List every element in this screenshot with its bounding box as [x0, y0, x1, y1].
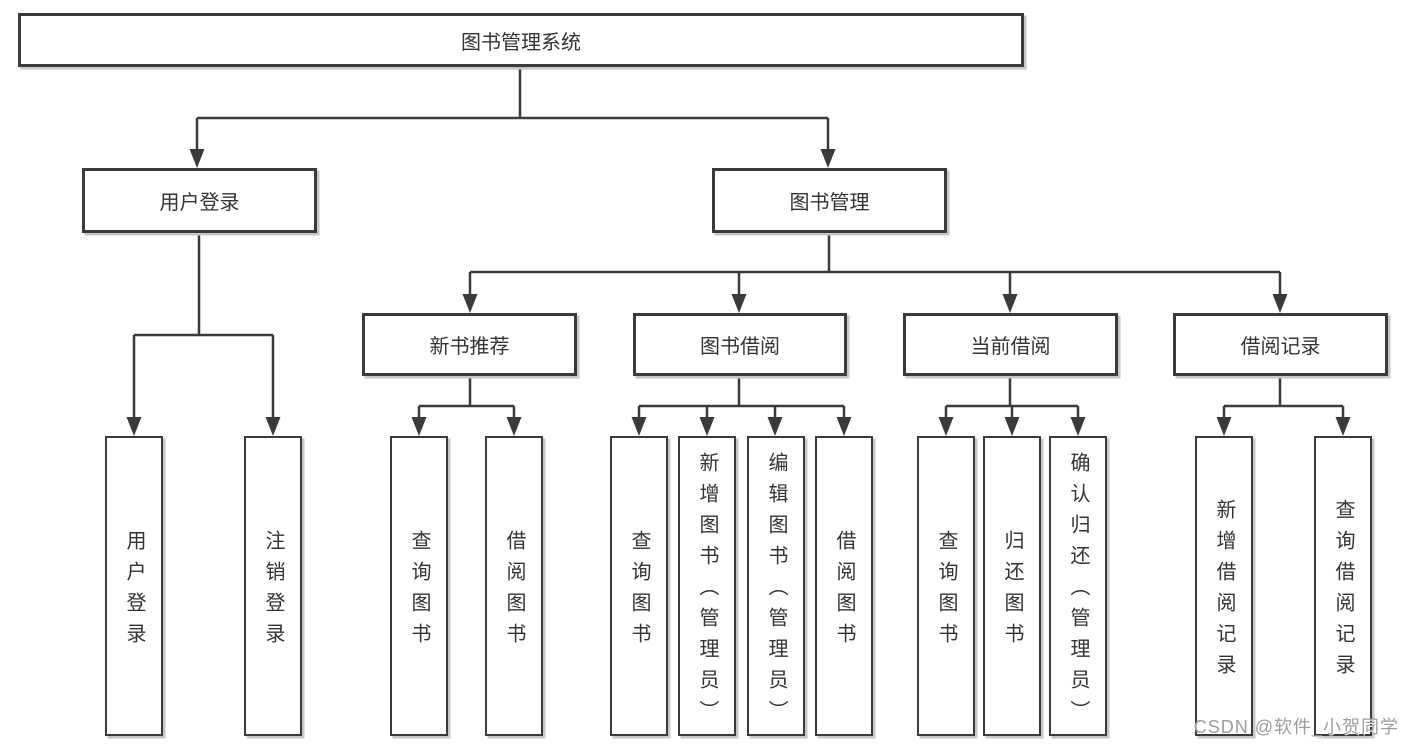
leaf-query-borrow-record-label: 查询借阅记录 — [1332, 498, 1354, 685]
leaf-add-book-admin: 新增图书（管理员） — [678, 436, 736, 736]
leaf-user-login: 用户登录 — [105, 436, 163, 736]
leaf-edit-book-admin: 编辑图书（管理员） — [747, 436, 805, 736]
node-current-borrow: 当前借阅 — [903, 313, 1118, 376]
leaf-add-borrow-record: 新增借阅记录 — [1195, 436, 1253, 736]
leaf-query-books: 查询图书 — [610, 436, 668, 736]
leaf-query-books: 查询图书 — [390, 436, 448, 736]
leaf-borrow-books: 借阅图书 — [485, 436, 543, 736]
leaf-logout-label: 注销登录 — [262, 529, 284, 654]
leaf-borrow-books-label: 借阅图书 — [503, 529, 525, 654]
node-book-borrow: 图书借阅 — [633, 313, 847, 376]
root-node-library-system: 图书管理系统 — [18, 13, 1024, 67]
root-node-label: 图书管理系统 — [461, 31, 581, 54]
leaf-add-book-admin-label: 新增图书（管理员） — [696, 452, 718, 731]
node-new-book-recommend: 新书推荐 — [362, 313, 577, 376]
node-borrow-records: 借阅记录 — [1173, 313, 1388, 376]
leaf-add-borrow-record-label: 新增借阅记录 — [1213, 498, 1235, 685]
leaf-return-book: 归还图书 — [983, 436, 1041, 736]
leaf-return-book-label: 归还图书 — [1001, 529, 1023, 654]
leaf-query-books-label: 查询图书 — [935, 529, 957, 654]
leaf-confirm-return-admin-label: 确认归还（管理员） — [1067, 452, 1089, 731]
leaf-query-books-label: 查询图书 — [628, 529, 650, 654]
node-user-login: 用户登录 — [82, 168, 317, 233]
node-book-management: 图书管理 — [712, 168, 947, 233]
leaf-edit-book-admin-label: 编辑图书（管理员） — [765, 452, 787, 731]
node-book-borrow-label: 图书借阅 — [700, 336, 780, 358]
node-user-login-label: 用户登录 — [159, 192, 240, 214]
leaf-query-borrow-record: 查询借阅记录 — [1314, 436, 1372, 736]
leaf-logout: 注销登录 — [244, 436, 302, 736]
leaf-borrow-books: 借阅图书 — [815, 436, 873, 736]
leaf-confirm-return-admin: 确认归还（管理员） — [1049, 436, 1107, 736]
node-borrow-records-label: 借阅记录 — [1240, 336, 1321, 358]
node-new-book-recommend-label: 新书推荐 — [429, 336, 510, 358]
node-current-borrow-label: 当前借阅 — [970, 336, 1051, 358]
csdn-watermark: CSDN @软件_小贺同学 — [1193, 717, 1399, 737]
leaf-query-books-label: 查询图书 — [408, 529, 430, 654]
leaf-borrow-books-label: 借阅图书 — [833, 529, 855, 654]
leaf-query-books: 查询图书 — [917, 436, 975, 736]
leaf-user-login-label: 用户登录 — [123, 529, 145, 654]
node-book-management-label: 图书管理 — [789, 192, 870, 214]
